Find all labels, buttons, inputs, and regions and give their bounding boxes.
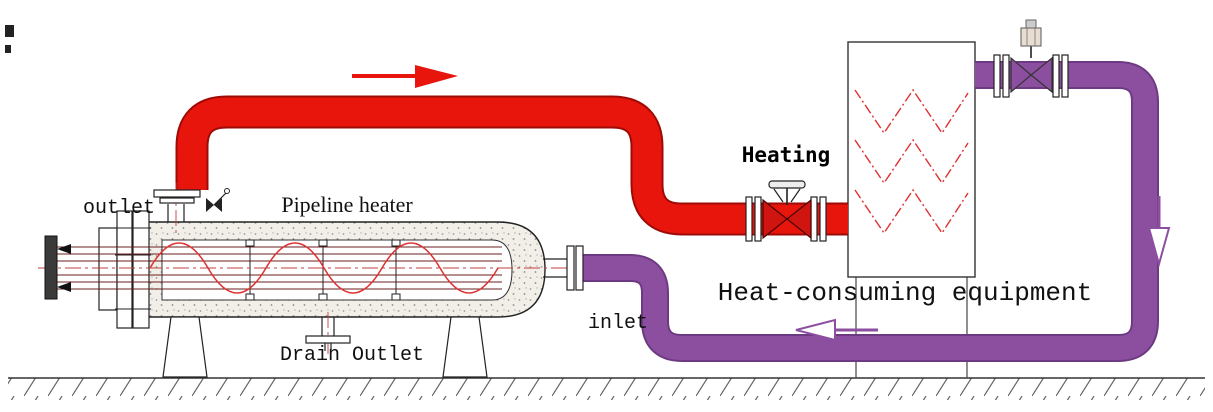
heating-valve [745, 180, 827, 242]
valve-body [1010, 56, 1053, 94]
outlet-label: outlet [83, 197, 155, 220]
heating-coil-zigzag [854, 88, 969, 235]
tube-bundle-end-cap [44, 235, 58, 300]
heater-leg-right [442, 316, 488, 378]
supply-flow-arrow-right-icon [352, 65, 458, 88]
pipeline-heater-label: Pipeline heater [281, 192, 413, 217]
inlet-label: inlet [588, 312, 648, 335]
heating-label: Heating [742, 143, 831, 167]
heat-consuming-box [847, 41, 976, 278]
ground [8, 377, 1205, 400]
heater-leg-left [162, 316, 208, 378]
valve-handwheel [768, 180, 806, 205]
vent-valve-icon [206, 188, 230, 212]
margin-mark [5, 25, 14, 53]
valve-actuator [1020, 19, 1042, 58]
return-pipe [583, 61, 1159, 362]
heater-flange-left [98, 210, 151, 329]
heater-baffles [245, 239, 401, 301]
heat-consuming-equipment-label: Heat-consuming equipment [718, 278, 1092, 308]
return-flow-arrow-left-icon [795, 318, 878, 342]
return-valve [993, 19, 1069, 98]
tube-bundle-arrow-left-icon [57, 244, 71, 292]
pipeline-heater [38, 183, 584, 378]
return-flow-arrow-down-icon [1147, 196, 1171, 268]
ground-hatching [8, 378, 1205, 400]
outlet-nozzle [153, 189, 201, 222]
heater-tube-lines [57, 246, 502, 290]
supply-pipe [175, 95, 848, 236]
inlet-nozzle [543, 245, 584, 291]
valve-flanges [993, 54, 1069, 98]
drain-nozzle [305, 317, 351, 351]
drain-outlet-label: Drain Outlet [280, 344, 424, 367]
valve-body [762, 198, 812, 240]
